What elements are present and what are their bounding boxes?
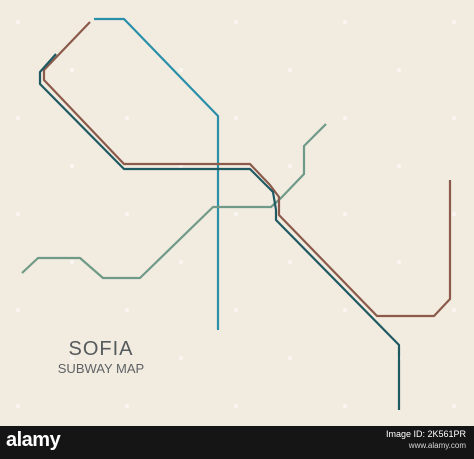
watermark-dot — [124, 403, 130, 409]
watermark-pattern — [15, 19, 457, 409]
watermark-dot — [124, 211, 130, 217]
subway-line-sage[interactable] — [21, 123, 327, 280]
watermark-dot — [233, 307, 239, 313]
watermark-dot — [233, 19, 239, 25]
watermark-dot — [396, 163, 402, 169]
map-canvas: SOFIA SUBWAY MAP — [15, 17, 457, 410]
watermark-dot — [287, 355, 293, 361]
subway-line-brown[interactable] — [42, 21, 452, 318]
map-subtitle: SUBWAY MAP — [57, 361, 145, 376]
watermark-dot — [124, 115, 130, 121]
watermark-dot — [396, 259, 402, 265]
watermark-dot — [451, 115, 457, 121]
watermark-dot — [287, 259, 293, 265]
footer-bar: alamy Image ID: 2K561PR www.alamy.com — [0, 426, 474, 459]
watermark-dot — [15, 211, 21, 217]
watermark-dot — [178, 355, 184, 361]
site-url[interactable]: www.alamy.com — [408, 441, 466, 450]
watermark-dot — [451, 19, 457, 25]
watermark-dot — [451, 307, 457, 313]
watermark-dot — [69, 67, 75, 73]
image-id-label: Image ID: 2K561PR — [385, 429, 466, 439]
watermark-dot — [342, 19, 348, 25]
watermark-dot — [124, 307, 130, 313]
watermark-dot — [15, 115, 21, 121]
subway-line-dark-teal[interactable] — [38, 53, 401, 410]
subway-line-blue[interactable] — [94, 17, 220, 330]
watermark-dot — [287, 67, 293, 73]
watermark-dot — [233, 211, 239, 217]
watermark-dot — [69, 163, 75, 169]
watermark-dot — [287, 163, 293, 169]
brand-logo[interactable]: alamy — [6, 429, 61, 451]
watermark-dot — [69, 355, 75, 361]
watermark-dot — [15, 403, 21, 409]
watermark-dot — [69, 259, 75, 265]
watermark-dot — [342, 403, 348, 409]
watermark-dot — [342, 115, 348, 121]
watermark-dot — [451, 211, 457, 217]
watermark-dot — [15, 307, 21, 313]
watermark-dot — [342, 307, 348, 313]
watermark-dot — [342, 211, 348, 217]
map-title-block: SOFIA SUBWAY MAP — [46, 338, 156, 378]
watermark-dot — [233, 115, 239, 121]
map-title: SOFIA — [68, 338, 134, 360]
watermark-dot — [15, 19, 21, 25]
image-id-block: Image ID: 2K561PR www.alamy.com — [386, 428, 466, 452]
watermark-dot — [396, 67, 402, 73]
watermark-dot — [451, 403, 457, 409]
subway-map — [15, 17, 457, 410]
watermark-dot — [233, 403, 239, 409]
watermark-dot — [178, 259, 184, 265]
watermark-dot — [178, 67, 184, 73]
